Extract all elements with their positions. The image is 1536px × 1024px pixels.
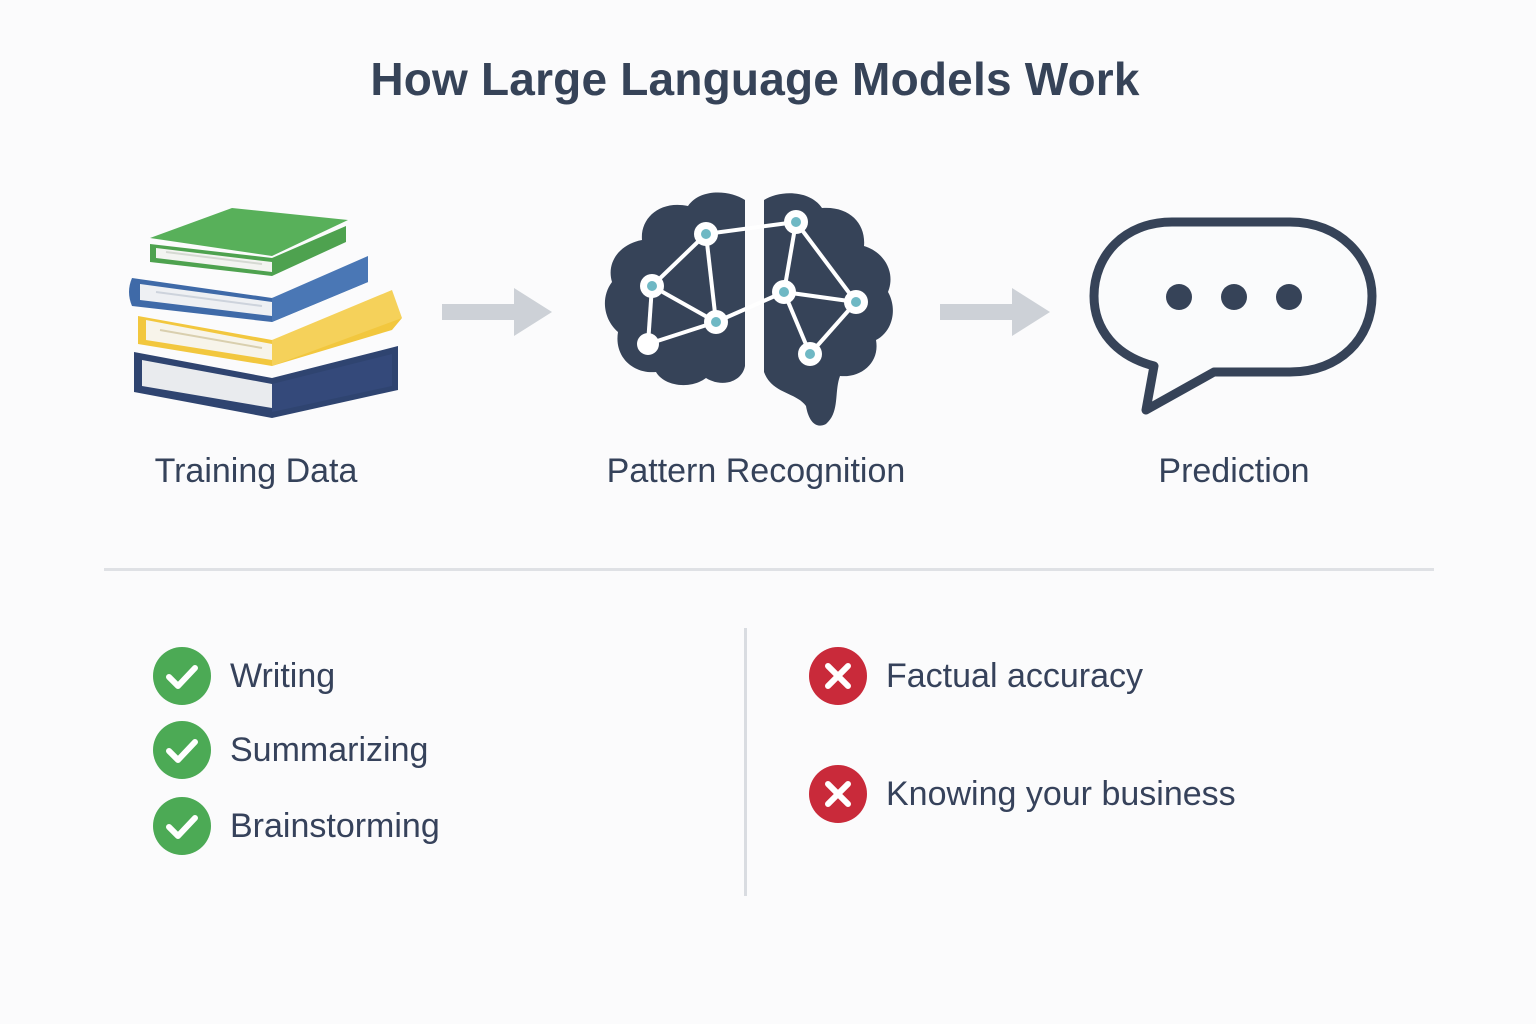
speech-bubble-icon <box>1089 217 1377 415</box>
strength-label: Brainstorming <box>230 806 440 845</box>
step-label-training-data: Training Data <box>154 452 358 490</box>
x-circle-icon <box>809 765 867 823</box>
limitation-item-factual-accuracy: Factual accuracy <box>808 646 1143 706</box>
brain-network-icon <box>604 192 893 426</box>
strength-item-writing: Writing <box>152 646 335 706</box>
strength-item-summarizing: Summarizing <box>152 720 428 780</box>
arrow-right-icon <box>940 288 1050 336</box>
limitation-item-knowing-your-business: Knowing your business <box>808 764 1236 824</box>
arrow-right-icon <box>442 288 552 336</box>
books-stack-icon <box>129 208 402 418</box>
vertical-divider <box>744 628 747 896</box>
strength-label: Summarizing <box>230 730 429 769</box>
check-circle-icon <box>153 721 211 779</box>
step-label-prediction: Prediction <box>1158 452 1310 490</box>
strength-label: Writing <box>230 656 336 695</box>
x-circle-icon <box>809 647 867 705</box>
process-flow <box>129 192 1377 426</box>
horizontal-divider <box>104 568 1434 571</box>
check-circle-icon <box>153 797 211 855</box>
dot-icon <box>1276 284 1302 310</box>
strength-item-brainstorming: Brainstorming <box>152 796 440 856</box>
limitation-label: Factual accuracy <box>886 656 1143 695</box>
step-label-pattern-recognition: Pattern Recognition <box>606 452 906 490</box>
limitation-label: Knowing your business <box>886 774 1236 813</box>
dot-icon <box>1166 284 1192 310</box>
dot-icon <box>1221 284 1247 310</box>
check-circle-icon <box>153 647 211 705</box>
page-title: How Large Language Models Work <box>370 53 1140 105</box>
